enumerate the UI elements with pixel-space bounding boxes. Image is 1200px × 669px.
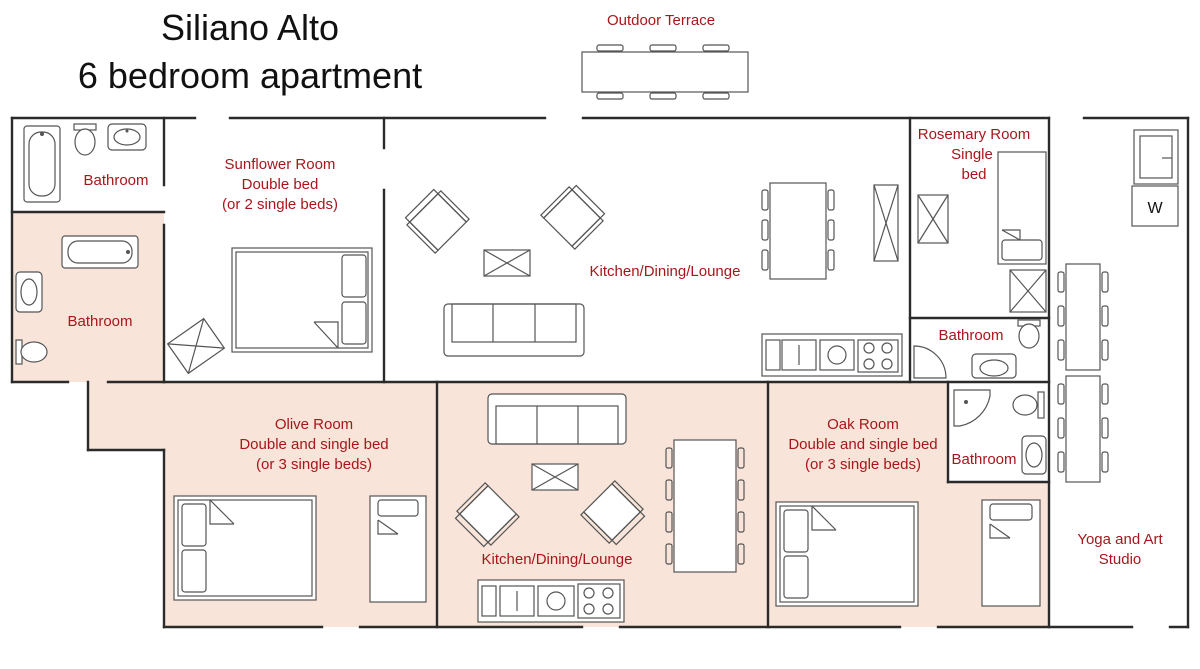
rosemary-room-name: Rosemary Room [918, 126, 1031, 143]
double-bed-icon [775, 501, 919, 607]
armchair-icon [580, 480, 646, 546]
sunflower-room-bed: Double bed [242, 176, 319, 193]
room-labels: Outdoor Terrace Bathroom Bathroom Sunflo… [67, 12, 1163, 568]
olive-room-alt: (or 3 single beds) [256, 456, 372, 473]
walls [10, 116, 1190, 629]
kitchen-top-label: Kitchen/Dining/Lounge [590, 263, 741, 280]
armchair-icon [454, 482, 520, 548]
dining-table-icon [665, 439, 745, 573]
rosemary-room-bed-line1: Single [951, 146, 993, 163]
studio-label-line1: Yoga and Art [1077, 531, 1163, 548]
toilet-icon [73, 123, 97, 156]
studio-table-icon [1057, 263, 1109, 483]
wardrobe-icon [917, 194, 949, 244]
bathtub-icon [23, 125, 61, 203]
toilet-icon [1017, 319, 1041, 349]
sideboard-icon [873, 184, 899, 262]
sunflower-room-name: Sunflower Room [225, 156, 336, 173]
studio-label-line2: Studio [1099, 551, 1142, 568]
plan-title-line1: Siliano Alto [161, 7, 339, 48]
toilet-icon [15, 339, 48, 365]
sunflower-room-alt: (or 2 single beds) [222, 196, 338, 213]
sofa-icon [487, 393, 627, 445]
sink-icon [107, 123, 147, 151]
sofa-icon [443, 303, 585, 357]
oak-room-alt: (or 3 single beds) [805, 456, 921, 473]
bathroom-oak-label: Bathroom [951, 451, 1016, 468]
bathtub-icon [61, 235, 139, 269]
kitchen-counter-icon [761, 333, 903, 377]
shade-corridor [88, 382, 164, 450]
kitchen-counter-icon [477, 579, 625, 623]
armchair-icon [166, 317, 226, 375]
washer-label: W [1147, 200, 1163, 217]
sink-icon [15, 271, 43, 313]
sink-icon [1021, 435, 1047, 475]
nightstand-icon [1009, 269, 1047, 313]
kitchen-bottom-label: Kitchen/Dining/Lounge [482, 551, 633, 568]
oak-room-bed: Double and single bed [788, 436, 937, 453]
single-bed-icon [369, 495, 427, 603]
olive-room-name: Olive Room [275, 416, 353, 433]
oak-room-name: Oak Room [827, 416, 899, 433]
single-bed-icon [997, 151, 1047, 265]
coffee-table-icon [483, 249, 531, 277]
shower-icon [913, 345, 947, 379]
dining-table-icon [761, 182, 835, 280]
plan-title-line2: 6 bedroom apartment [78, 55, 422, 96]
double-bed-icon [173, 495, 317, 601]
bathroom-top-left-label: Bathroom [83, 172, 148, 189]
terrace-dining-table-icon [581, 44, 749, 100]
bathroom-rosemary-label: Bathroom [938, 327, 1003, 344]
double-bed-icon [231, 247, 373, 353]
coffee-table-icon [531, 463, 579, 491]
washing-machine-icon: W [1131, 185, 1179, 227]
olive-room-bed: Double and single bed [239, 436, 388, 453]
armchair-icon [540, 184, 606, 250]
sink-icon [971, 353, 1017, 379]
single-bed-icon [981, 499, 1041, 607]
outdoor-terrace-label: Outdoor Terrace [607, 12, 715, 29]
shower-icon [953, 389, 991, 427]
armchair-icon [404, 188, 470, 254]
toilet-icon [1012, 391, 1045, 419]
bathroom-left-label: Bathroom [67, 313, 132, 330]
utility-sink-icon [1133, 129, 1179, 185]
rosemary-room-bed-line2: bed [961, 166, 986, 183]
